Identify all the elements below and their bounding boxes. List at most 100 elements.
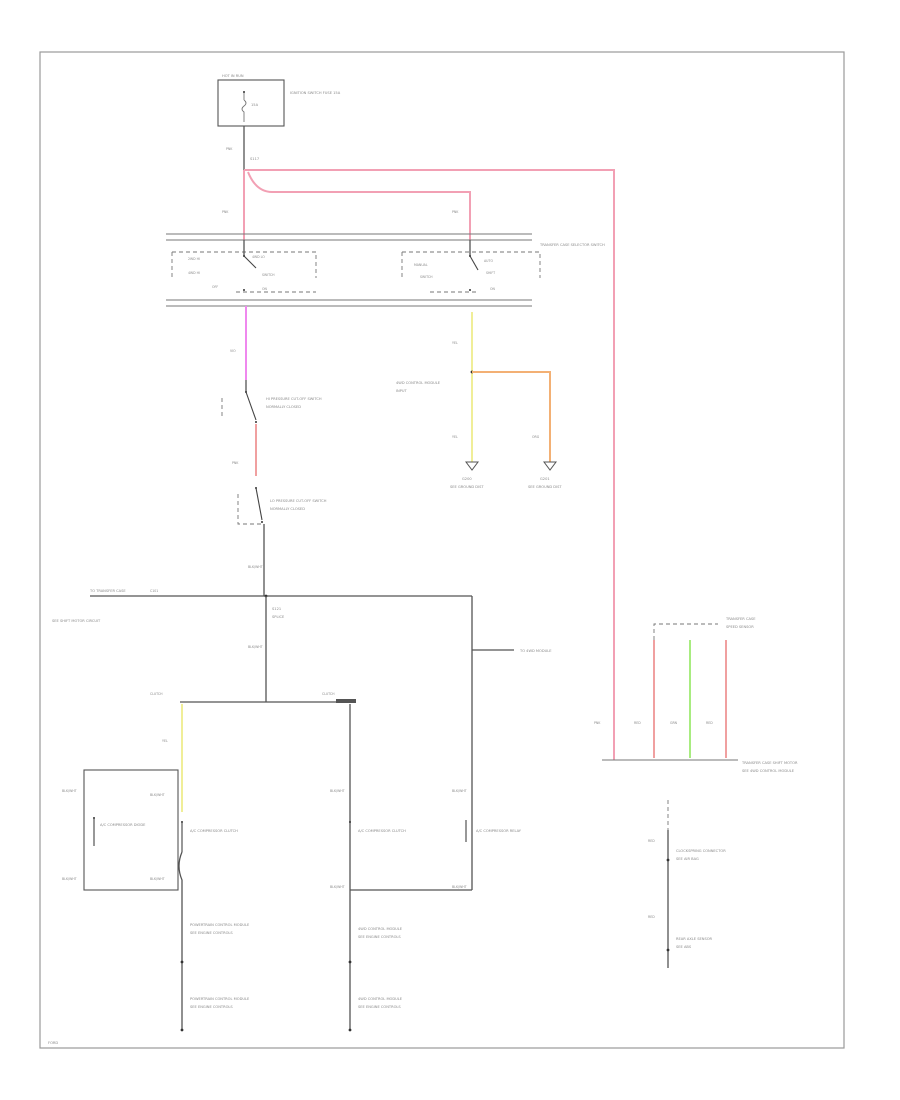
mid-branch-wire-color: BLK/WHT <box>330 789 345 793</box>
fuse-box-title: HOT IN RUN <box>222 74 244 78</box>
hi-pressure-blade <box>245 391 257 421</box>
wire-blk-wht-center-color: BLK/WHT <box>248 645 263 649</box>
right-wire-red-1-color: RED <box>634 721 641 725</box>
left-ground-node-1 <box>180 960 184 964</box>
left-diode-box <box>83 769 179 891</box>
wire-pink-left-color: PNK <box>222 210 229 214</box>
mid-component-relay: A/C COMPRESSOR RELAY <box>476 829 522 833</box>
wire-vio-color: VIO <box>230 349 236 353</box>
ground-symbol-b <box>543 461 557 471</box>
right-lower-clockspring-detail: SEE AIR BAG <box>676 857 699 861</box>
mid-lower-wire-b: BLK/WHT <box>452 885 467 889</box>
orange-wire <box>472 371 551 462</box>
speed-sensor-detail: SPEED SENSOR <box>726 625 754 629</box>
switch-panel-name: TRANSFER CASE SELECTOR SWITCH <box>539 243 605 247</box>
left-box-wire-c: BLK/WHT <box>62 877 77 881</box>
right-lower-clockspring: CLOCKSPRING CONNECTOR <box>676 849 726 853</box>
fuse-terminal-dot <box>243 91 245 93</box>
mid-ground-target-1-detail: SEE ENGINE CONTROLS <box>358 935 401 939</box>
junction-splice-label: SPLICE <box>272 615 285 619</box>
wire-org-color: ORG <box>532 435 540 439</box>
switch-left-dashed-box <box>171 251 317 278</box>
right-module-name: TRANSFER CASE SHIFT MOTOR <box>741 761 798 765</box>
switch-right-position-a: MANUAL <box>414 263 428 267</box>
right-lower-wire-a: RED <box>648 839 655 843</box>
ground-a-sublabel: SEE GROUND DIST <box>450 485 484 489</box>
wire-pink-mid-color: PNK <box>452 210 459 214</box>
switch-left-position-c: 4WD LO <box>252 255 265 259</box>
right-lower-node-2 <box>666 948 670 952</box>
lower-bus-connector-mark <box>336 699 356 703</box>
right-wire-grn-color: GRN <box>670 721 678 725</box>
switch-left-position-a: 2WD HI <box>188 257 200 261</box>
left-box-wire-d: BLK/WHT <box>150 877 165 881</box>
ground-b-sublabel: SEE GROUND DIST <box>528 485 562 489</box>
speed-sensor-name: TRANSFER CASE <box>725 617 756 621</box>
left-clutch-return <box>178 851 183 1030</box>
switch-right-blade <box>469 255 479 271</box>
right-lower-axle-sensor: REAR AXLE SENSOR <box>676 937 713 941</box>
switch-left-position-d: OFF <box>212 285 218 289</box>
pink-feed-wire-long <box>244 169 615 760</box>
left-ground-target-2-detail: SEE ENGINE CONTROLS <box>190 1005 233 1009</box>
fuse-symbol <box>241 92 247 122</box>
switch-right-state-2: ON <box>490 287 496 291</box>
ground-b-label: G201 <box>540 477 550 481</box>
lo-pressure-contact-bottom <box>261 521 263 523</box>
diagram-frame <box>39 51 845 1049</box>
mid-ground-target-2: 4WD CONTROL MODULE <box>358 997 403 1001</box>
junction-connector-label: C101 <box>150 589 158 593</box>
right-lower-wire-b: RED <box>648 915 655 919</box>
lower-bus-mid-clutch: CLUTCH <box>322 692 335 696</box>
switch-left-state-1: SWITCH <box>262 273 275 277</box>
wire-blk-wht-color: BLK/WHT <box>248 565 263 569</box>
right-wire-red-2-color: RED <box>706 721 713 725</box>
lo-pressure-switch-detail: NORMALLY CLOSED <box>270 507 305 511</box>
left-ground-node-2 <box>180 1028 184 1032</box>
switch-right-contact-bottom <box>469 289 471 291</box>
switch-right-position-b: AUTO <box>484 259 493 263</box>
right-branch-label: TO 4WD MODULE <box>519 649 552 653</box>
switch-right-dashed-box <box>401 251 541 278</box>
mid-clutch-top <box>349 821 351 823</box>
mid-ground-node-1 <box>348 960 352 964</box>
right-module-detail: SEE 4WD CONTROL MODULE <box>742 769 795 773</box>
right-lower-node-1 <box>666 858 670 862</box>
lower-bus-left-clutch: CLUTCH <box>150 692 163 696</box>
switch-right-position-c: SWITCH <box>420 275 433 279</box>
wire-pink-segment-color: PNK <box>232 461 239 465</box>
left-component-clutch: A/C COMPRESSOR CLUTCH <box>190 829 238 833</box>
wire-yel2-color: YEL <box>452 435 458 439</box>
junction-splice-id: S121 <box>272 607 281 611</box>
lo-pressure-dashed-bracket <box>237 494 262 525</box>
switch-left-position-b: 4WD HI <box>188 271 200 275</box>
left-component-diode: A/C COMPRESSOR DIODE <box>100 823 146 827</box>
switch-left-state-2: ON <box>262 287 268 291</box>
footer-label: FORD <box>48 1041 58 1045</box>
mid-module-detail: INPUT <box>396 389 408 393</box>
mid-lower-wire-a: BLK/WHT <box>330 885 345 889</box>
speed-sensor-bracket <box>653 623 718 640</box>
left-ground-target-2: POWERTRAIN CONTROL MODULE <box>190 997 250 1001</box>
junction-left-detail: SEE SHIFT MOTOR CIRCUIT <box>52 619 101 623</box>
left-ground-target-1: POWERTRAIN CONTROL MODULE <box>190 923 250 927</box>
left-box-wire-b: BLK/WHT <box>150 793 165 797</box>
wire-yel-color: YEL <box>452 341 458 345</box>
ground-a-label: G200 <box>462 477 472 481</box>
switch-right-state-1: SHIFT <box>486 271 495 275</box>
junction-left-label: TO TRANSFER CASE <box>89 589 126 593</box>
mid-component-clutch: A/C COMPRESSOR CLUTCH <box>358 829 406 833</box>
switch-left-contact-bottom <box>243 289 245 291</box>
splice-top-label: S117 <box>250 157 259 161</box>
lo-pressure-switch-name: LO PRESSURE CUT-OFF SWITCH <box>270 499 327 503</box>
hi-pressure-contact-bottom <box>255 421 257 423</box>
left-ground-target-1-detail: SEE ENGINE CONTROLS <box>190 931 233 935</box>
mid-ground-target-1: 4WD CONTROL MODULE <box>358 927 403 931</box>
fuse-amperage: 15A <box>251 103 259 107</box>
mid-relay-wire-color: BLK/WHT <box>452 789 467 793</box>
right-wire-pink-color: PNK <box>594 721 601 725</box>
wire-top-color: PNK <box>226 147 233 151</box>
pink-feed-wire-mid <box>247 171 471 240</box>
fuse-box <box>217 79 285 127</box>
switch-left-blade <box>243 255 257 269</box>
